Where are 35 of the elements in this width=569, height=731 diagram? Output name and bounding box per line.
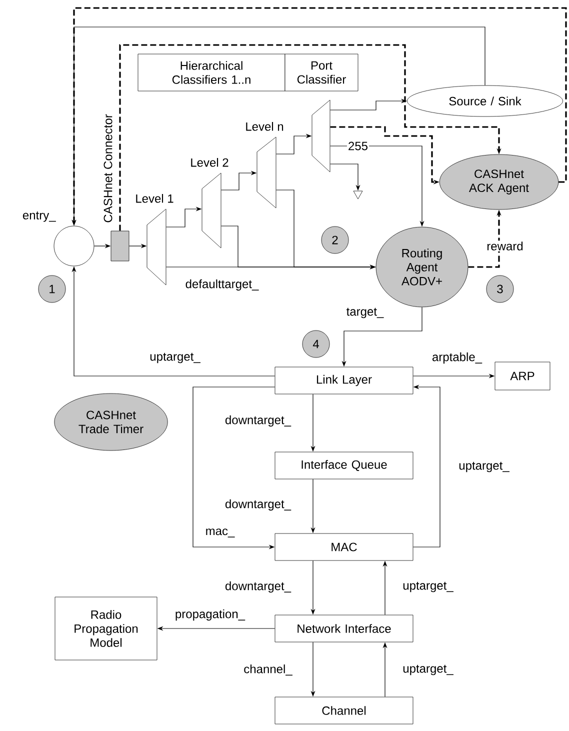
process-box: Port Classifier [284,54,358,92]
edge-label: uptarget_ [403,582,454,592]
callout-number: 4 [302,330,330,358]
arrow [119,44,502,231]
process-box: Interface Queue [274,452,414,480]
edge-label: target_ [346,308,384,318]
drop-triangle [353,190,363,200]
callout-number: 2 [321,226,349,254]
level-label: Level n [246,122,284,131]
process-box: MAC [274,533,414,561]
edge-label: mac_ [206,528,235,538]
callout-number: 1 [38,275,66,303]
edge-label: downtarget_ [225,581,292,593]
port-label: entry_ [22,212,56,222]
edge-label: channel_ [244,664,292,676]
process-box: Radio Propagation Model [54,596,158,660]
connector-label: CASHnet Connector [104,114,112,222]
process-box: Link Layer [274,366,414,394]
edge-label: arptable_ [432,352,482,364]
edge-label: uptarget_ [403,664,454,676]
edge-label: defaulttarget_ [186,279,259,291]
level-label: Level 1 [136,194,174,203]
classifier-trapezoid [312,100,330,172]
level-label: Level 2 [191,158,228,167]
process-box: ARP [494,362,550,390]
edge-label: propagation_ [176,609,246,621]
callout-number: 3 [486,275,514,303]
edge-label: reward [486,240,524,252]
edge-label: downtarget_ [225,415,292,427]
edge-label: 255 [347,140,369,152]
edge-label: downtarget_ [225,499,292,511]
edge-label: uptarget_ [459,462,510,472]
process-box: Channel [274,696,414,724]
edge-label: uptarget_ [150,352,200,364]
process-box: Network Interface [274,614,414,642]
